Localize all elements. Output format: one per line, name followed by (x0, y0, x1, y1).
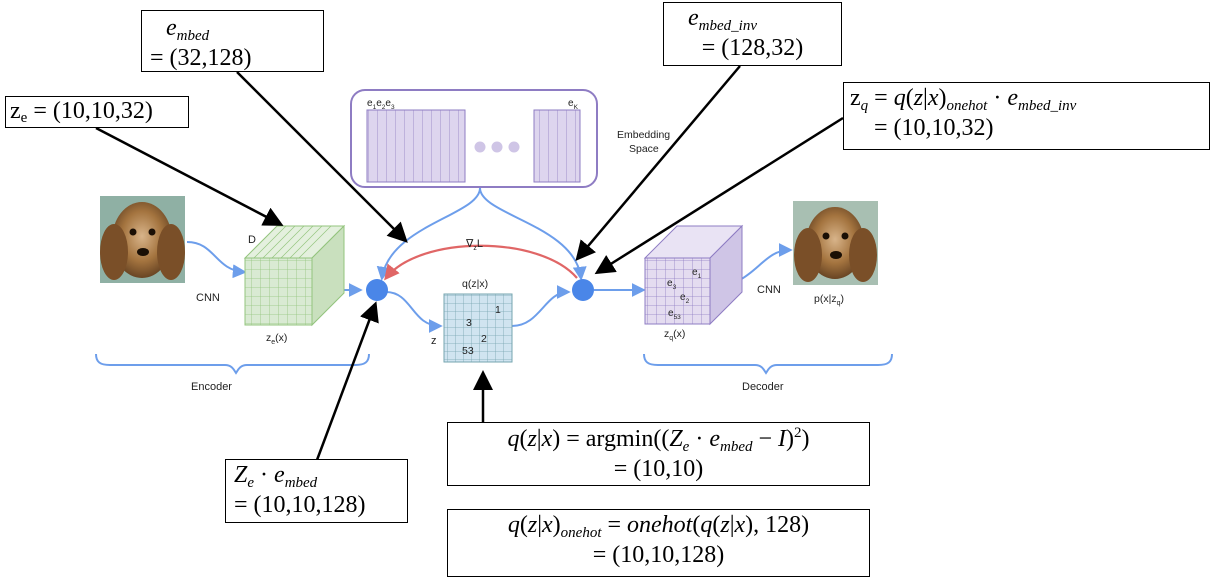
decoder-brace (643, 353, 893, 375)
ze-shape: = (10,10,32) (33, 98, 153, 124)
embed-inv-annotation: embed_inv = (128,32) (663, 2, 842, 66)
grid-val-2: 2 (481, 333, 487, 345)
dec-cell-e53: e53 (668, 308, 681, 321)
embed-e123-label: e1e2e3 (367, 98, 395, 111)
q-grid (443, 293, 513, 363)
q-label: q(z|x) (462, 278, 488, 290)
gradient-label: ∇zL (465, 238, 483, 252)
encoder-label: Encoder (191, 381, 232, 393)
arrow-embed-inv-annot (575, 65, 741, 262)
arrow-embed-to-right-node (479, 187, 587, 281)
dec-cell-e3: e3 (667, 278, 677, 291)
z-label: z (431, 335, 437, 347)
embedding-space (350, 89, 598, 188)
ze-x-label: ze(x) (266, 332, 287, 346)
embedding-space-label-2: Space (629, 143, 659, 155)
ze-annotation: ze = (10,10,32) (5, 96, 189, 128)
input-dog-image (100, 196, 185, 283)
decoder-cube (643, 224, 744, 326)
encoder-brace (95, 353, 370, 375)
arrow-ze-embed-annot (315, 301, 379, 461)
dec-cell-e2: e2 (680, 292, 690, 305)
grid-val-3: 3 (466, 317, 472, 329)
q-onehot-annotation: q(z|x)onehot = onehot(q(z|x), 128) = (10… (447, 509, 870, 577)
cnn-right-label: CNN (757, 284, 781, 296)
encoder-cube (243, 224, 346, 327)
embed-ek-label: eK (568, 98, 579, 111)
ze-embed-annotation: Ze · embed = (10,10,128) (225, 459, 408, 523)
arrow-embed-annot (236, 71, 408, 243)
grid-val-1: 1 (495, 304, 501, 316)
zq-x-label: zq(x) (664, 328, 685, 342)
output-dog-image (793, 201, 878, 285)
decoder-label: Decoder (742, 381, 784, 393)
arrow-q-to-node (511, 285, 571, 327)
ze-embed-shape: = (10,10,128) (234, 492, 366, 519)
p-x-zq-label: p(x|zq) (814, 293, 844, 307)
d-label: D (248, 234, 256, 246)
left-sum-node (366, 279, 388, 301)
q-shape: = (10,10) (613, 456, 704, 483)
embed-shape: = (32,128) (150, 45, 252, 72)
arrow-ze-annot (95, 126, 284, 226)
right-sum-node (572, 279, 594, 301)
arrow-node-to-q (385, 291, 443, 333)
zq-shape: = (10,10,32) (874, 115, 994, 142)
arrow-zq-annot (594, 116, 844, 275)
gradient-arrow (384, 244, 578, 281)
grid-val-53: 53 (462, 345, 474, 357)
zq-annotation: zq = q(z|x)onehot · embed_inv = (10,10,3… (843, 82, 1210, 150)
arrow-embed-to-left-node (376, 187, 481, 281)
arrow-dog-to-encoder (186, 241, 247, 279)
q-onehot-shape: = (10,10,128) (592, 542, 725, 569)
embed-annotation: embed = (32,128) (141, 10, 324, 72)
embedding-space-label-1: Embedding (617, 129, 670, 141)
cnn-left-label: CNN (196, 292, 220, 304)
q-annotation: q(z|x) = argmin((Ze · embed − I)2) = (10… (447, 422, 870, 486)
dec-cell-e1: e1 (692, 267, 702, 280)
embed-inv-shape: = (128,32) (701, 35, 804, 62)
